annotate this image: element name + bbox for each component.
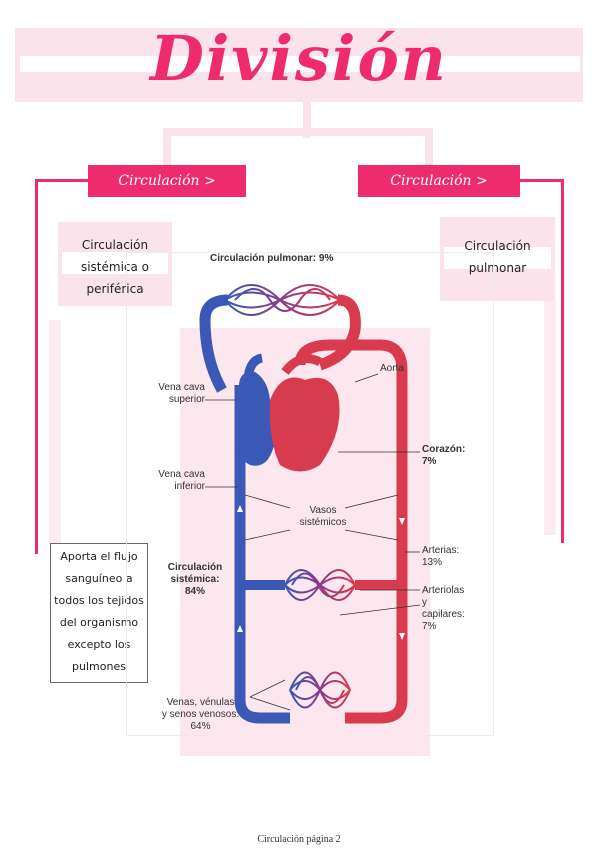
systemic-capillary-bed-lower [289,671,351,709]
label-pulmonary: Circulación pulmonar: 9% [210,253,334,264]
left-side-line-h [35,179,90,182]
note-line5: excepto los [67,638,131,651]
note-line2: sanguíneo a [65,572,133,585]
right-card-line2: pulmonar [468,261,527,275]
right-section-header: Circulación > [358,165,520,197]
label-arteries: Arterias:13% [422,545,460,568]
heart [235,353,340,472]
flow-arrows [237,505,405,640]
left-card-line3: periférica [86,282,144,296]
artery-trunk [294,339,408,724]
page-title: División [150,22,448,95]
pulmonary-capillary-bed [224,284,341,316]
tree-connector-horizontal [163,128,433,136]
systemic-capillary-bed-upper [284,569,356,601]
note-box: Aporta el flujo sanguíneo a todos los te… [50,543,148,683]
left-card: Circulación sistémica o periférica [58,222,172,306]
left-card-line1: Circulación [81,238,149,252]
left-side-line-v [35,179,38,554]
title-band-white-strip [20,56,580,72]
note-line4: del organismo [59,616,139,629]
label-heart: Corazón:7% [422,444,466,467]
vein-trunk [234,385,290,724]
left-section-header: Circulación > [88,165,246,197]
left-card-line2: sistémica o [80,260,150,274]
right-card: Circulación pulmonar [440,217,555,301]
note-line1: Aporta el flujo [60,550,138,563]
tree-connector-right-drop [425,128,433,168]
right-side-band [544,300,556,535]
label-aorta: Aorta [380,363,404,374]
note-line6: pulmones [72,660,126,673]
note-line3: todos los tejidos [54,594,144,607]
tree-connector-left-drop [163,128,171,168]
right-card-line1: Circulación [464,239,531,253]
page-footer: Circulación página 2 [257,834,341,845]
right-side-line-h [518,179,564,182]
left-side-band [49,320,61,545]
right-side-line-v [561,179,564,543]
tree-connector-vertical [303,100,311,138]
